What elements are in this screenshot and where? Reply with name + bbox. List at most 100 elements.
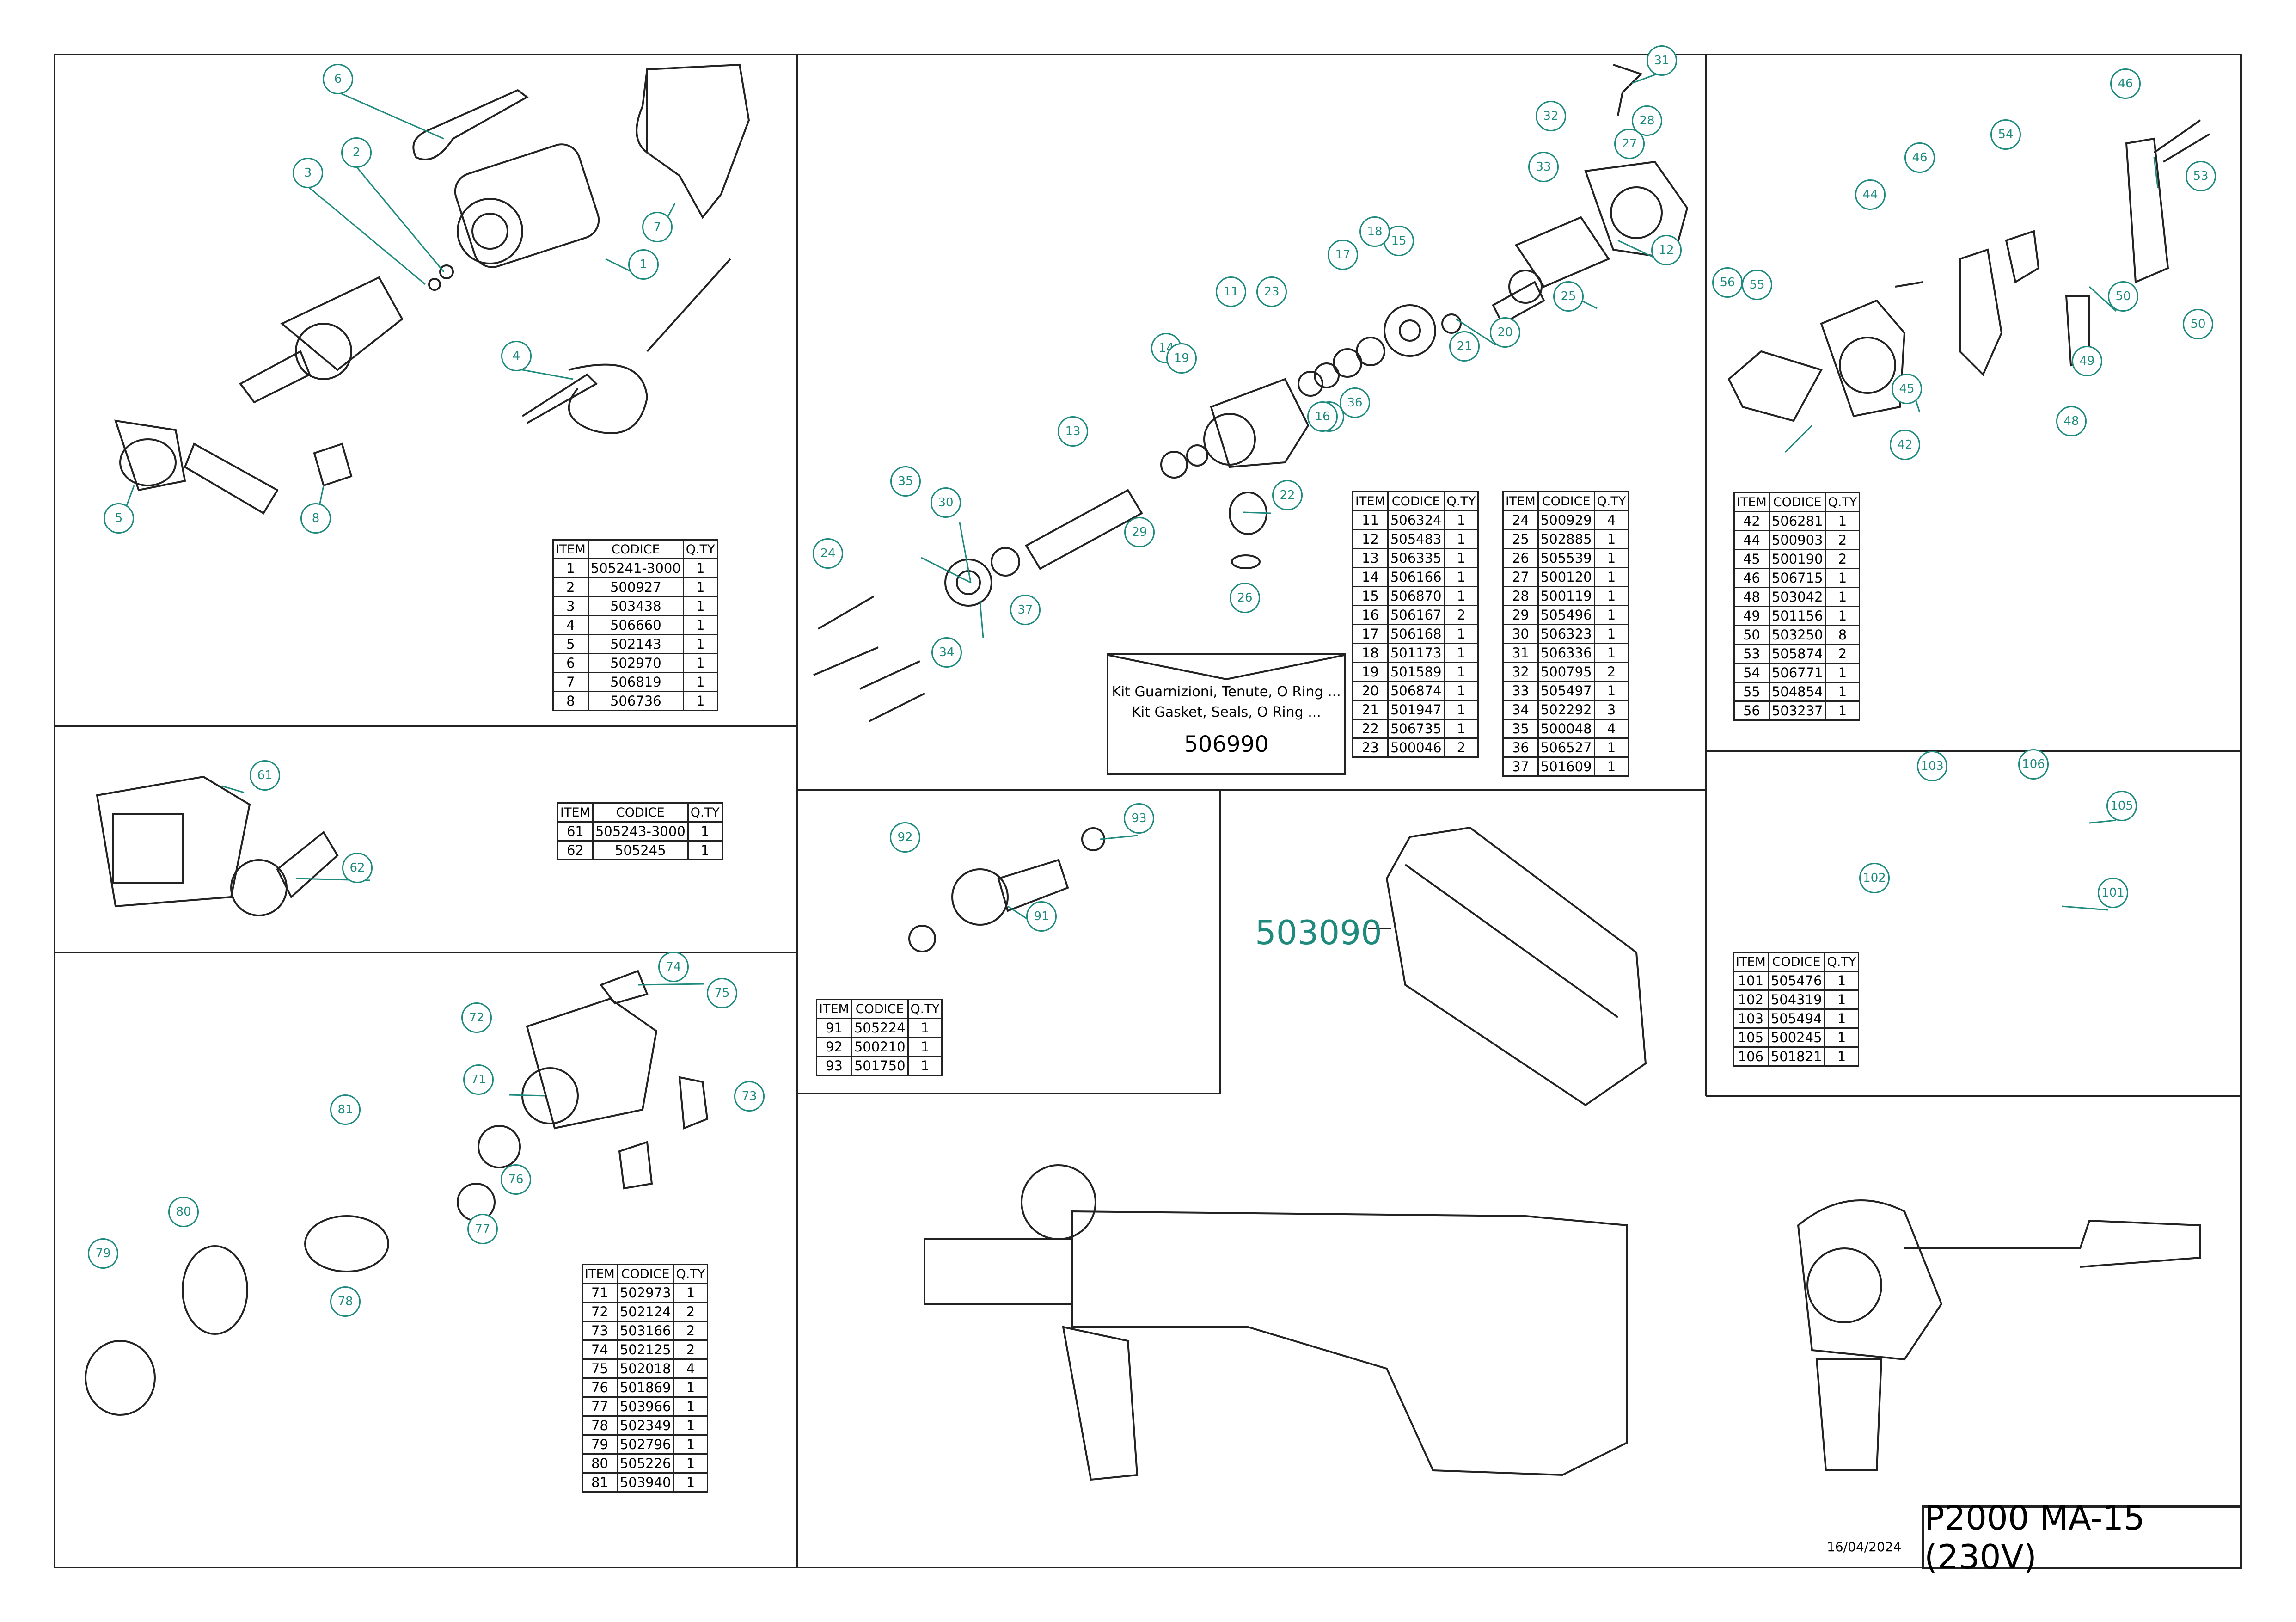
cell-item: 21 [1352, 700, 1389, 720]
callout-19: 19 [1166, 343, 1197, 374]
callout-105: 105 [2106, 791, 2137, 821]
cell-code: 501156 [1768, 606, 1826, 626]
cell-item: 102 [1733, 989, 1769, 1010]
cell-item: 24 [1502, 510, 1539, 530]
cell-item: 7 [552, 672, 589, 692]
callout-16: 16 [1307, 401, 1338, 432]
cell-qty: 2 [1825, 530, 1861, 550]
callout-5: 5 [104, 503, 134, 534]
cell-code: 500929 [1537, 510, 1595, 530]
cell-item: 27 [1502, 567, 1539, 587]
header-item: ITEM [1733, 952, 1769, 972]
panel5-sketches [908, 827, 1105, 952]
callout-81: 81 [330, 1094, 361, 1125]
callout-62: 62 [342, 853, 373, 883]
cell-qty: 1 [682, 577, 718, 597]
header-item: ITEM [582, 1264, 618, 1284]
header-code: CODICE [851, 999, 909, 1019]
cell-item: 22 [1352, 719, 1389, 739]
case-code: 503090 [1255, 913, 1382, 952]
callout-106: 106 [2018, 749, 2049, 780]
callout-20: 20 [1490, 317, 1520, 348]
cell-code: 500120 [1537, 567, 1595, 587]
cell-qty: 1 [1593, 737, 1629, 758]
cell-qty: 2 [1825, 644, 1861, 664]
cell-item: 16 [1352, 605, 1389, 625]
cell-qty: 8 [1825, 625, 1861, 645]
frame-border [54, 54, 2242, 1568]
callout-13: 13 [1058, 416, 1088, 447]
cell-item: 76 [582, 1377, 618, 1398]
cell-qty: 1 [1593, 548, 1629, 568]
cell-qty: 4 [673, 1358, 709, 1379]
gasket-kit-envelope: Kit Guarnizioni, Tenute, O Ring ... Kit … [1107, 653, 1346, 775]
cell-code: 500190 [1768, 549, 1826, 569]
header-qty: Q.TY [907, 999, 943, 1019]
cell-item: 72 [582, 1302, 618, 1322]
cell-qty: 1 [682, 596, 718, 616]
callout-23: 23 [1256, 276, 1287, 307]
cell-code: 501173 [1387, 643, 1445, 663]
product-title: P2000 MA-15 (230V) [1924, 1498, 2145, 1576]
revision-date: 16/04/2024 [1827, 1539, 1902, 1554]
callout-1: 1 [628, 249, 659, 280]
cell-item: 25 [1502, 529, 1539, 549]
callout-27: 27 [1614, 129, 1645, 159]
callout-11: 11 [1216, 276, 1246, 307]
callout-22: 22 [1272, 480, 1303, 510]
header-qty: Q.TY [1825, 492, 1861, 512]
cell-code: 506167 [1387, 605, 1445, 625]
cell-qty: 1 [1593, 624, 1629, 644]
cell-code: 501609 [1537, 756, 1595, 777]
header-qty: Q.TY [1443, 491, 1479, 511]
cell-qty: 1 [1443, 586, 1479, 606]
callout-78: 78 [330, 1286, 361, 1317]
cell-item: 15 [1352, 586, 1389, 606]
cell-item: 75 [582, 1358, 618, 1379]
header-code: CODICE [587, 539, 684, 559]
callout-44: 44 [1855, 179, 1886, 210]
cell-item: 33 [1502, 681, 1539, 701]
cell-item: 5 [552, 634, 589, 654]
cell-item: 92 [816, 1037, 852, 1057]
header-qty: Q.TY [682, 539, 718, 559]
callout-26: 26 [1230, 583, 1260, 613]
callout-91: 91 [1026, 901, 1057, 932]
cell-qty: 1 [1443, 700, 1479, 720]
callout-103: 103 [1917, 751, 1947, 781]
header-item: ITEM [552, 539, 589, 559]
cell-qty: 1 [1825, 511, 1861, 531]
cell-item: 44 [1733, 530, 1770, 550]
header-code: CODICE [1768, 492, 1826, 512]
cell-code: 502349 [616, 1415, 674, 1436]
cell-qty: 1 [1593, 605, 1629, 625]
callout-12: 12 [1651, 235, 1682, 265]
cell-item: 79 [582, 1434, 618, 1455]
cell-qty: 1 [1824, 989, 1860, 1010]
cell-qty: 1 [1593, 681, 1629, 701]
